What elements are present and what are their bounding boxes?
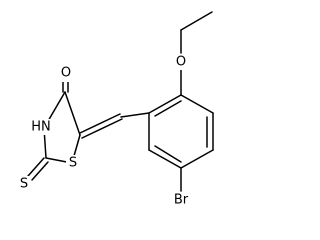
bond-ar4-ar5 [180, 149, 214, 169]
bond-c4-c5 [64, 91, 81, 136]
atom-nh: HN [31, 120, 51, 135]
bond-ar5-ar6 [148, 149, 182, 169]
atom-o-carbonyl: O [61, 66, 71, 81]
bond-c2-s-double-b [31, 161, 49, 181]
bond-aromatic-inner-1 [154, 100, 182, 117]
bond-c5-ch-double-a [79, 113, 121, 134]
bond-c5-ch-double-b [81, 118, 123, 139]
atom-label-layer: O HN S S O Br [17, 54, 193, 208]
bond-c2-s-double-a [27, 157, 45, 177]
bond-layer [27, 11, 214, 192]
atom-s-ring: S [69, 156, 77, 171]
bond-ch2-ch3 [180, 11, 213, 31]
atom-s-thione: S [20, 177, 28, 192]
bond-ch-aryl [120, 112, 150, 118]
bond-aromatic-inner-3 [154, 145, 182, 163]
bond-ar1-ar2 [148, 94, 182, 114]
atom-br: Br [174, 193, 189, 208]
atom-o-ether: O [176, 55, 186, 70]
chemical-structure-diagram: O HN S S O Br [17, 11, 214, 208]
bond-ar2-ar3 [180, 94, 214, 114]
